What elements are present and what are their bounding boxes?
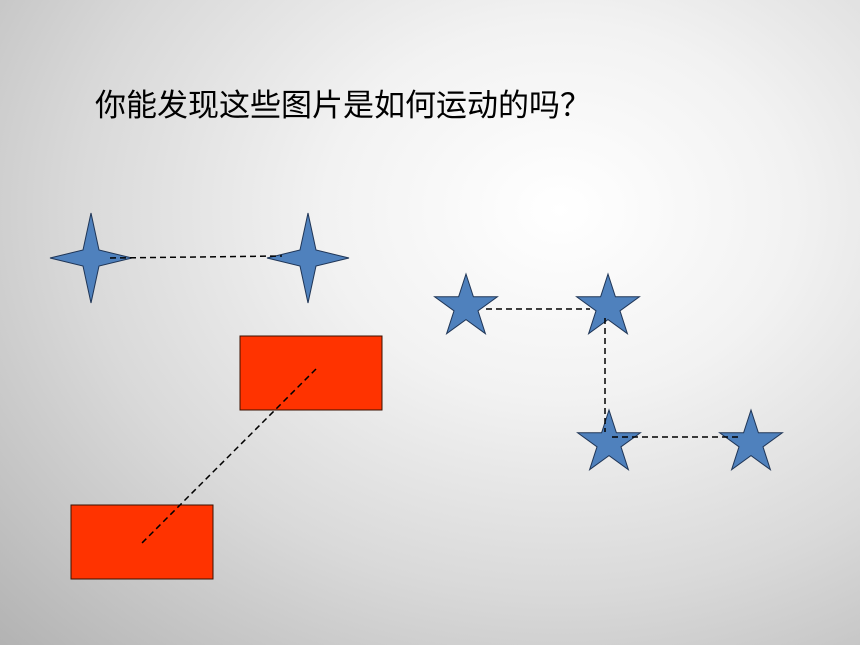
translation-dashed-line [140, 368, 317, 545]
four-point-star-icon [266, 212, 350, 304]
five-point-star-icon [718, 408, 784, 472]
five-point-star-translation-group [433, 272, 784, 472]
five-point-star-icon [575, 272, 641, 336]
four-point-star-translation-group [49, 212, 350, 304]
slide-title: 你能发现这些图片是如何运动的吗？ [95, 88, 591, 124]
four-point-star-icon [49, 212, 133, 304]
five-point-star-icon [433, 272, 499, 336]
translation-dashed-line [109, 255, 283, 259]
five-point-star-icon [576, 408, 642, 472]
rectangle-translation-group [70, 335, 383, 580]
rectangle-shape [239, 335, 383, 411]
